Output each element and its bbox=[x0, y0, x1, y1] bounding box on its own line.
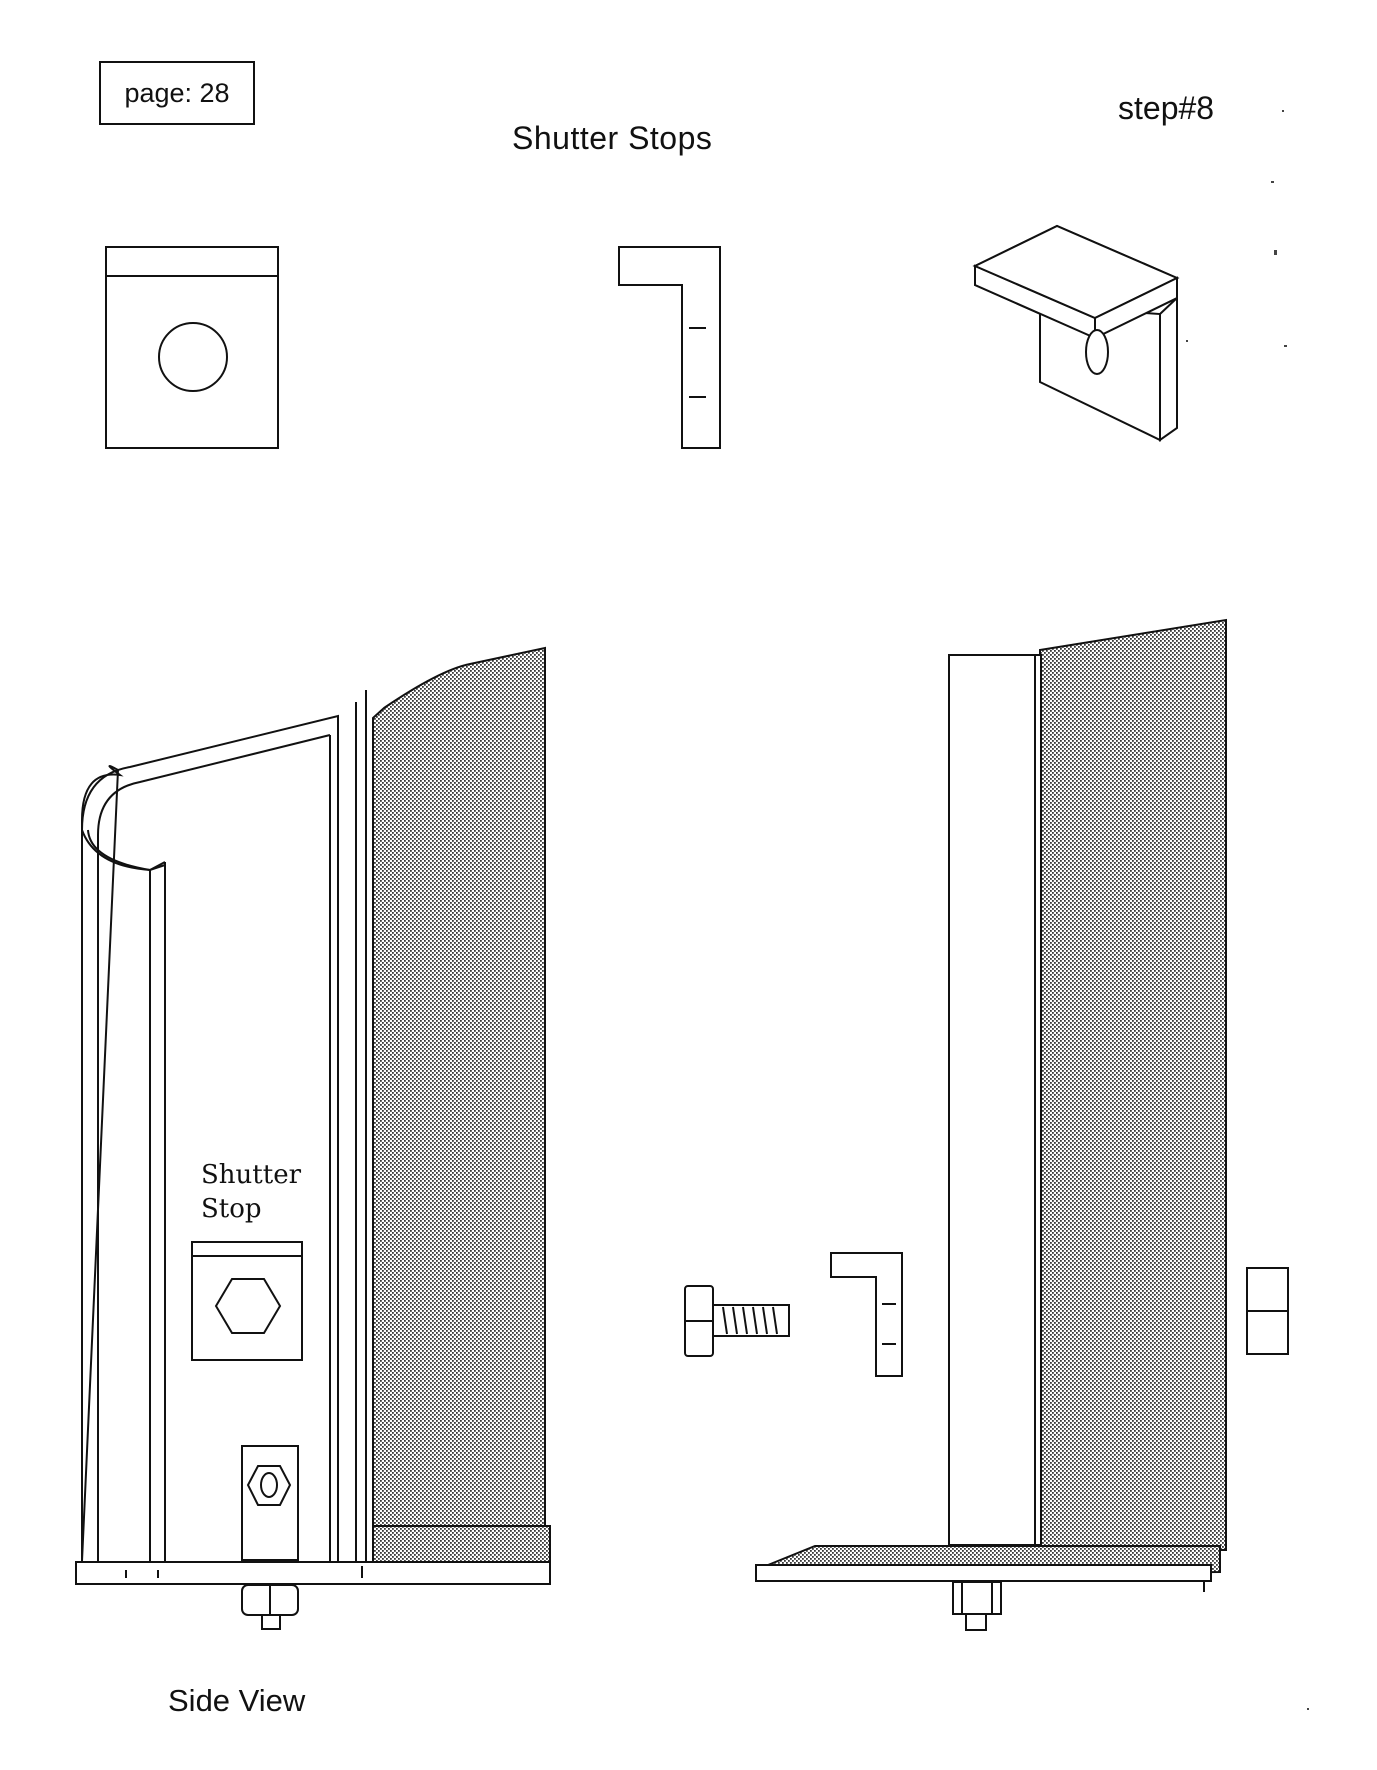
exploded-l-bracket bbox=[830, 1252, 903, 1377]
scan-specks bbox=[1186, 110, 1309, 1710]
exploded-bolt bbox=[684, 1285, 790, 1357]
step-label: step#8 bbox=[1118, 90, 1215, 126]
side-view-assembly bbox=[75, 646, 551, 1630]
page-number-label: page: 28 bbox=[124, 77, 230, 108]
exploded-nut bbox=[1246, 1267, 1289, 1355]
shutter-stop-label-line2: Stop bbox=[201, 1194, 262, 1224]
page-number-box: page: 28 bbox=[99, 61, 255, 125]
diagram-title: Shutter Stops bbox=[512, 120, 713, 156]
shutter-stop-label-line1: Shutter bbox=[201, 1160, 302, 1190]
stop-isometric-view bbox=[972, 224, 1180, 442]
side-view-caption: Side View bbox=[168, 1683, 306, 1718]
stop-side-profile bbox=[618, 246, 721, 449]
front-view-assembly bbox=[755, 618, 1227, 1631]
stop-front-view bbox=[105, 246, 279, 449]
shutter-stop-label: Shutter Stop bbox=[201, 1158, 301, 1226]
